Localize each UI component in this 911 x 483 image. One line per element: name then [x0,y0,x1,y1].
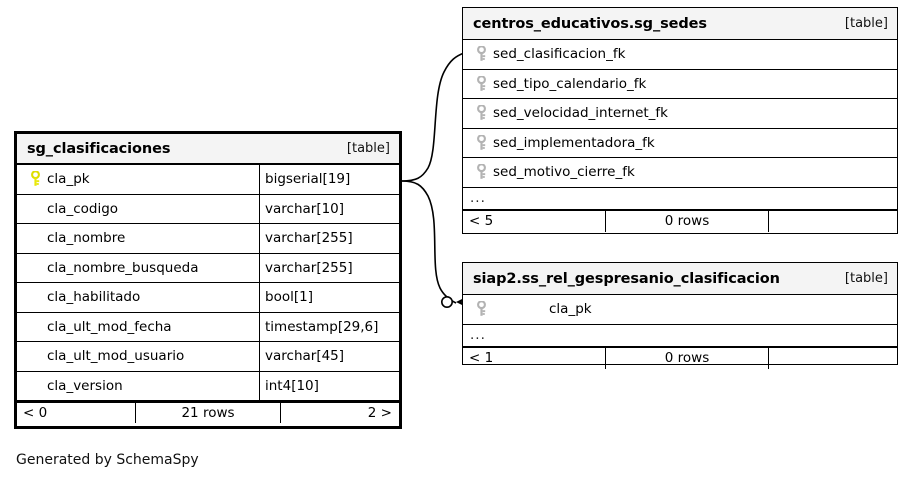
child-count[interactable] [768,347,897,369]
table-row[interactable]: sed_velocidad_internet_fk [463,99,897,129]
row-count: 21 rows [135,403,280,423]
fk-key-icon [471,46,491,62]
table-centros-educativos-sg-sedes[interactable]: centros_educativos.sg_sedes [table] sed_… [462,7,898,234]
column-name-cell: cla_ult_mod_usuario [17,342,259,371]
column-name-cell: sed_motivo_cierre_fk [463,158,897,187]
table-row[interactable]: sed_implementadora_fk [463,129,897,158]
table-row[interactable]: cla_pk bigserial[19] [17,165,399,195]
fk-key-icon [471,164,491,180]
parent-count[interactable]: < 1 [469,350,494,366]
column-name-cell: cla_nombre [17,224,259,253]
table-kind-label: [table] [844,271,888,286]
column-name-cell: sed_tipo_calendario_fk [463,70,897,99]
column-type: varchar[255] [259,224,399,253]
column-type: varchar[10] [259,194,399,223]
table-row[interactable]: sed_clasificacion_fk [463,40,897,70]
table-row[interactable]: sed_motivo_cierre_fk [463,158,897,188]
table-header-sg-clasificaciones: sg_clasificaciones [table] [17,134,399,165]
column-name-cell: cla_pk [17,165,259,194]
column-name-cell: cla_pk [463,295,897,324]
column-name: sed_motivo_cierre_fk [493,164,635,181]
column-name: sed_implementadora_fk [493,134,655,151]
column-name-cell: sed_implementadora_fk [463,129,897,158]
fk-key-icon [471,134,491,151]
table-row[interactable]: cla_habilitado bool[1] [17,283,399,313]
table-kind-label: [table] [844,16,888,31]
table-footer-sg-clasificaciones: < 0 21 rows 2 > [17,401,399,423]
parent-count[interactable]: < 5 [469,213,494,229]
table-title: centros_educativos.sg_sedes [473,15,707,32]
column-name: sed_tipo_calendario_fk [493,75,647,92]
table-sg-clasificaciones[interactable]: sg_clasificaciones [table] cla_pk bigser… [14,131,402,429]
table-row[interactable]: cla_nombre varchar[255] [17,224,399,254]
column-name: sed_clasificacion_fk [493,46,626,63]
column-type: bigserial[19] [259,165,399,194]
column-name: cla_habilitado [47,289,141,306]
column-name: cla_codigo [47,200,119,217]
column-type: timestamp[29,6] [259,312,399,341]
column-name-cell: cla_habilitado [17,283,259,312]
table-row[interactable]: cla_ult_mod_fecha timestamp[29,6] [17,312,399,342]
column-name: cla_nombre [47,230,126,247]
table-footer-ss-rel: < 1 0 rows [463,346,897,369]
table-title: siap2.ss_rel_gespresanio_clasificacion [473,270,780,287]
table-row[interactable]: cla_ult_mod_usuario varchar[45] [17,342,399,372]
fk-key-icon [471,301,491,317]
child-count[interactable] [768,210,897,232]
table-footer-sg-sedes: < 5 0 rows [463,209,897,232]
parent-count[interactable]: < 0 [23,405,48,421]
column-name: cla_pk [47,171,90,188]
pk-key-icon [25,171,45,187]
table-header-ss-rel: siap2.ss_rel_gespresanio_clasificacion [… [463,263,897,295]
table-siap2-ss-rel-gespresanio-clasificacion[interactable]: siap2.ss_rel_gespresanio_clasificacion [… [462,262,898,369]
table-row[interactable]: cla_nombre_busqueda varchar[255] [17,253,399,283]
row-count: 0 rows [605,210,768,232]
more-columns-indicator: ... [463,188,897,210]
table-title: sg_clasificaciones [27,140,171,157]
column-type: int4[10] [259,371,399,400]
table-kind-label: [table] [346,141,390,156]
fk-key-icon [471,105,491,121]
column-name: sed_velocidad_internet_fk [493,105,668,122]
fk-key-icon [471,75,491,92]
column-type: bool[1] [259,283,399,312]
column-name-cell: cla_nombre_busqueda [17,254,259,283]
row-count: 0 rows [605,347,768,369]
child-count[interactable]: 2 > [280,403,399,423]
table-header-sg-sedes: centros_educativos.sg_sedes [table] [463,8,897,40]
table-row[interactable]: sed_tipo_calendario_fk [463,70,897,99]
column-name-cell: sed_velocidad_internet_fk [463,99,897,128]
more-columns-indicator: ... [463,325,897,347]
column-name-cell: cla_ult_mod_fecha [17,313,259,342]
column-name: cla_nombre_busqueda [47,259,199,276]
crowsfoot-zero-circle [440,295,453,308]
table-row[interactable]: cla_pk [463,295,897,325]
column-type: varchar[255] [259,253,399,282]
table-row[interactable]: cla_codigo varchar[10] [17,194,399,224]
column-name: cla_pk [549,301,592,318]
table-row[interactable]: cla_version int4[10] [17,371,399,401]
generated-by-credit: Generated by SchemaSpy [16,452,199,468]
column-name-cell: cla_version [17,372,259,401]
column-name-cell: cla_codigo [17,195,259,224]
column-name: cla_ult_mod_fecha [47,318,172,335]
column-name-cell: sed_clasificacion_fk [463,40,897,69]
column-name: cla_ult_mod_usuario [47,348,185,365]
column-type: varchar[45] [259,342,399,371]
column-name: cla_version [47,377,123,394]
